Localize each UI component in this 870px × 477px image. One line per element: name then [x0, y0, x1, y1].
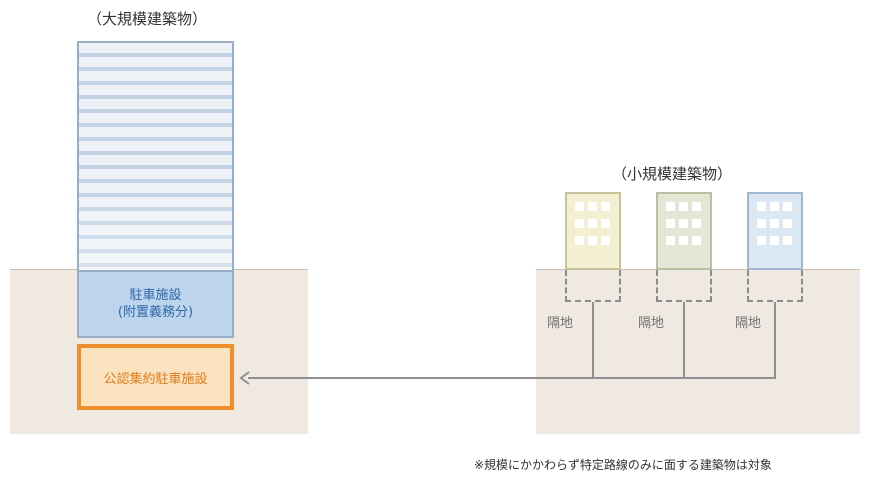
offsite-label-1: 隔地 [547, 316, 574, 331]
small-building-2 [656, 192, 712, 270]
window [601, 219, 610, 228]
offsite-label-2: 隔地 [638, 316, 665, 331]
small-building-3 [747, 192, 803, 270]
footnote: ※規模にかかわらず特定路線のみに面する建築物は対象 [474, 458, 772, 472]
connector-line-3 [774, 302, 776, 378]
window [757, 219, 766, 228]
public-consolidated-parking: 公認集約駐車施設 [77, 344, 234, 410]
window [757, 202, 766, 211]
window [783, 236, 792, 245]
parking-label-line1: 駐車施設 [129, 288, 182, 303]
window [588, 219, 597, 228]
window [770, 236, 779, 245]
window [692, 236, 701, 245]
window [770, 202, 779, 211]
window [575, 219, 584, 228]
window [666, 202, 675, 211]
window [679, 202, 688, 211]
window [679, 236, 688, 245]
small-building-1 [565, 192, 621, 270]
window [679, 219, 688, 228]
public-parking-label: 公認集約駐車施設 [103, 371, 208, 387]
window [601, 202, 610, 211]
large-building-title: （大規模建築物） [87, 10, 208, 28]
small-building-title: （小規模建築物） [612, 165, 733, 183]
window [770, 219, 779, 228]
offsite-label-3: 隔地 [735, 316, 762, 331]
window [575, 202, 584, 211]
window [666, 236, 675, 245]
window [588, 202, 597, 211]
window [783, 219, 792, 228]
connector-horizontal [248, 377, 776, 379]
window [601, 236, 610, 245]
large-building-tower [77, 41, 234, 270]
building-1-footprint [565, 270, 621, 302]
window [783, 202, 792, 211]
window [575, 236, 584, 245]
window [692, 202, 701, 211]
attached-parking-facility: 駐車施設 (附置義務分) [77, 270, 234, 338]
window [757, 236, 766, 245]
connector-line-1 [592, 302, 594, 378]
tower-fade [79, 190, 232, 270]
arrow-left-icon [239, 371, 250, 385]
building-2-footprint [656, 270, 712, 302]
ground-right [536, 270, 860, 434]
building-3-footprint [747, 270, 803, 302]
window [588, 236, 597, 245]
parking-label-line2: (附置義務分) [117, 305, 194, 320]
window [666, 219, 675, 228]
window [692, 219, 701, 228]
connector-line-2 [683, 302, 685, 378]
